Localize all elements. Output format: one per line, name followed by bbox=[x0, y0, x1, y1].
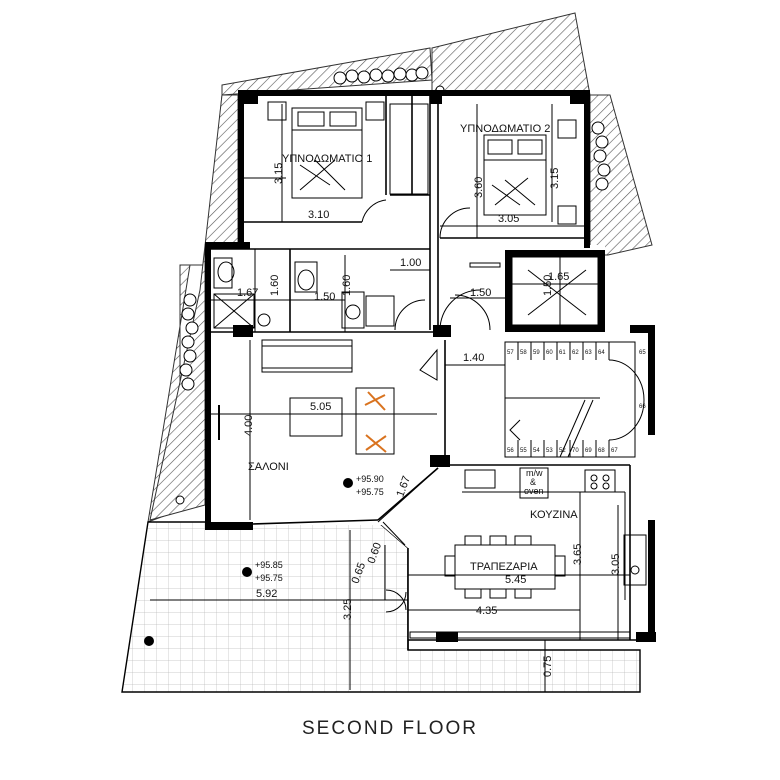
label-living: ΣΑΛΟΝΙ bbox=[248, 461, 289, 473]
lift bbox=[439, 256, 599, 331]
appliance-line-1: m/w bbox=[526, 468, 543, 478]
dim-hall-width: 1.50 bbox=[470, 287, 491, 299]
dim-lift-width: 1.65 bbox=[548, 271, 569, 283]
stair-step-68: 68 bbox=[598, 448, 605, 454]
stair-step-65: 65 bbox=[639, 350, 646, 356]
level-terrace-top: +95.85 bbox=[255, 560, 283, 570]
interior-floor bbox=[238, 95, 590, 245]
dim-wc2-width: 1.50 bbox=[314, 291, 335, 303]
stair-step-64: 64 bbox=[598, 350, 605, 356]
dim-kitchen-h1: 3.65 bbox=[572, 544, 584, 565]
plant-column-right bbox=[591, 121, 611, 191]
dim-corridor: 1.00 bbox=[400, 257, 421, 269]
stair-step-55: 55 bbox=[520, 448, 527, 454]
appliance-line-3: oven bbox=[524, 486, 544, 496]
stair-step-52: 52 bbox=[559, 448, 566, 454]
dim-terrace-height: 3.25 bbox=[342, 599, 354, 620]
stair-step-66: 66 bbox=[639, 404, 646, 410]
label-bedroom-2: ΥΠΝΟΔΩΜΑΤΙΟ 2 bbox=[460, 123, 550, 135]
dim-b2-height-b: 3.15 bbox=[549, 168, 561, 189]
kitchen-counter bbox=[462, 467, 647, 600]
planter-right bbox=[589, 94, 653, 256]
stair-step-62: 62 bbox=[572, 350, 579, 356]
dim-wc1-height: 1.60 bbox=[269, 275, 281, 296]
bed-1 bbox=[244, 101, 385, 199]
dim-living-width: 5.05 bbox=[310, 401, 331, 413]
roof-hatch-top-right bbox=[431, 12, 591, 96]
dining-table bbox=[444, 535, 566, 599]
dim-terrace-width: 5.92 bbox=[256, 588, 277, 600]
stair-step-67: 67 bbox=[611, 448, 618, 454]
dim-living-height: 4.00 bbox=[243, 415, 255, 436]
stair-step-60: 60 bbox=[546, 350, 553, 356]
level-terrace-bottom: +95.75 bbox=[255, 573, 283, 583]
door-swing-b2 bbox=[439, 207, 471, 239]
stair-numbers: 57 58 59 60 61 62 63 64 65 66 56 55 54 5… bbox=[507, 350, 646, 454]
dim-b2-width: 3.05 bbox=[498, 213, 519, 225]
label-kitchen: ΚΟΥΖΙΝΑ bbox=[530, 509, 578, 521]
stair-step-57: 57 bbox=[507, 350, 514, 356]
dim-lift-height: 1.50 bbox=[542, 275, 554, 296]
stair-step-69: 69 bbox=[585, 448, 592, 454]
dim-dining-width: 5.45 bbox=[505, 574, 526, 586]
stair-step-56: 56 bbox=[507, 448, 514, 454]
dim-wc1-width: 1.67 bbox=[237, 287, 258, 299]
plant-column-left bbox=[175, 293, 199, 505]
dimension-lines bbox=[150, 104, 630, 692]
dim-kitchen-h2: 3.05 bbox=[610, 554, 622, 575]
dim-stair-width: 1.40 bbox=[463, 352, 484, 364]
living-furniture bbox=[218, 339, 438, 455]
level-living-top: +95.90 bbox=[356, 474, 384, 484]
label-bedroom-1: ΥΠΝΟΔΩΜΑΤΙΟ 1 bbox=[282, 153, 372, 165]
dim-b1-height: 3.15 bbox=[273, 163, 285, 184]
door-swing-b1 bbox=[361, 199, 387, 223]
floor-title: SECOND FLOOR bbox=[301, 718, 479, 739]
drain-dot bbox=[144, 636, 154, 646]
bed-2 bbox=[483, 119, 577, 225]
level-marker-living bbox=[343, 478, 353, 488]
wardrobe bbox=[389, 103, 429, 195]
level-marker-terrace bbox=[242, 567, 252, 577]
dim-wc2-height: 1.60 bbox=[341, 275, 353, 296]
dim-b1-width: 3.10 bbox=[308, 209, 329, 221]
entry-doors bbox=[382, 521, 631, 639]
stair-step-61: 61 bbox=[559, 350, 566, 356]
level-living-bottom: +95.75 bbox=[356, 487, 384, 497]
dim-kitchen-width: 4.35 bbox=[476, 605, 497, 617]
staircase bbox=[504, 341, 645, 458]
wc-2 bbox=[294, 261, 426, 331]
walls bbox=[205, 90, 656, 642]
label-dining: ΤΡΑΠΕΖΑΡΙΑ bbox=[470, 561, 538, 573]
stair-step-63: 63 bbox=[585, 350, 592, 356]
appliance-line-2: & bbox=[530, 477, 536, 487]
stair-step-58: 58 bbox=[520, 350, 527, 356]
stair-step-54: 54 bbox=[533, 448, 540, 454]
stair-step-53: 53 bbox=[546, 448, 553, 454]
dim-balcony: 0.75 bbox=[542, 656, 554, 677]
stair-step-70: 70 bbox=[572, 448, 579, 454]
dim-b2-height-a: 3.60 bbox=[473, 177, 485, 198]
stair-step-59: 59 bbox=[533, 350, 540, 356]
